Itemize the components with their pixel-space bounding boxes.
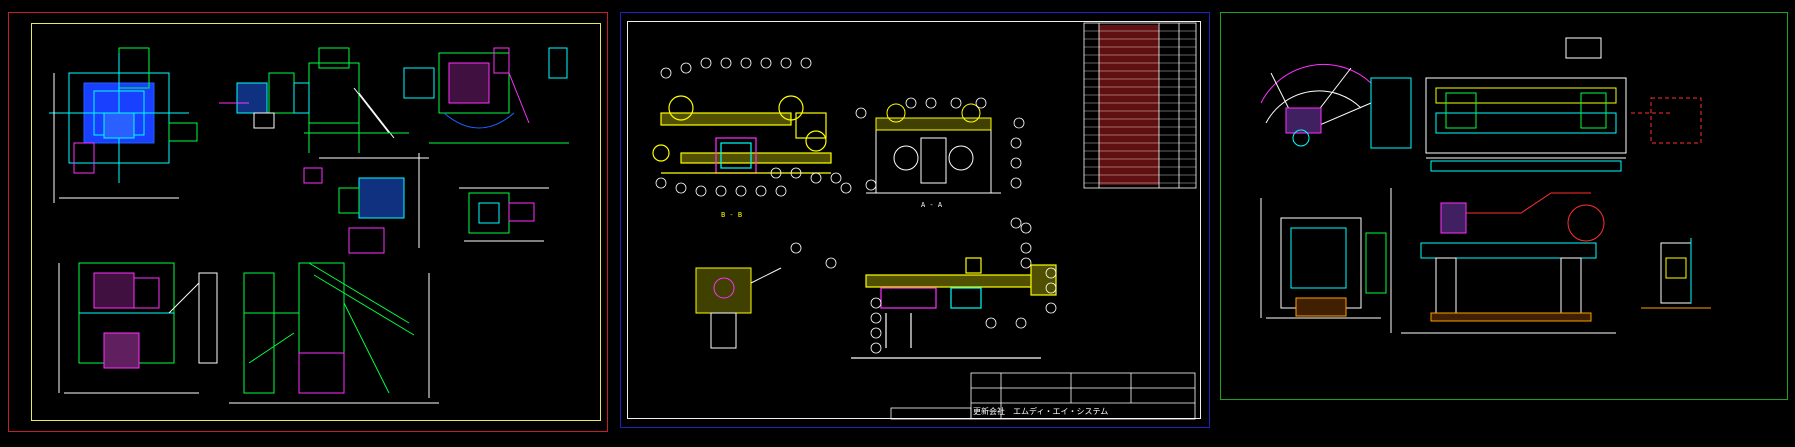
item-balloon	[870, 297, 882, 309]
drawing-sheet-1	[8, 12, 608, 432]
section-bb-label: B - B	[721, 211, 743, 219]
side-elevation-left	[1260, 198, 1387, 319]
plan-view-top-left	[49, 47, 198, 203]
elevation-top-right	[403, 47, 569, 144]
item-balloon	[1010, 217, 1022, 229]
item-balloon	[1010, 157, 1022, 169]
parts-list-table	[1083, 22, 1197, 189]
item-balloon	[985, 317, 997, 329]
item-balloon	[925, 97, 937, 109]
item-balloons	[655, 57, 1057, 354]
item-balloon	[715, 185, 727, 197]
item-balloon	[780, 57, 792, 69]
item-balloon	[655, 177, 667, 189]
item-balloon	[755, 185, 767, 197]
section-aa-label: A - A	[921, 201, 943, 209]
sheet-2-inner-border	[627, 21, 1201, 419]
item-balloon	[870, 312, 882, 324]
elevation-bottom-left	[58, 262, 218, 394]
item-balloon	[1010, 137, 1022, 149]
item-balloon	[770, 167, 782, 179]
item-balloon	[905, 97, 917, 109]
item-balloon	[790, 242, 802, 254]
section-bb-view	[652, 95, 832, 174]
item-balloon	[870, 327, 882, 339]
item-balloon	[720, 57, 732, 69]
item-balloon	[865, 179, 877, 191]
item-balloon	[1010, 177, 1022, 189]
sheet-1-graphics	[49, 47, 569, 404]
item-balloon	[700, 57, 712, 69]
item-balloon	[975, 97, 987, 109]
front-elevation-center	[1390, 188, 1616, 334]
item-balloon	[950, 97, 962, 109]
item-balloon	[1020, 242, 1032, 254]
detail-right	[1641, 238, 1711, 309]
item-balloon	[680, 62, 692, 74]
item-balloon	[1045, 302, 1057, 314]
item-balloon	[800, 57, 812, 69]
item-balloon	[1045, 282, 1057, 294]
item-balloon	[695, 185, 707, 197]
detail-right-small	[459, 187, 549, 242]
item-balloon	[840, 182, 852, 194]
elevation-top-middle	[293, 47, 409, 153]
elevation-bottom-right	[229, 262, 439, 404]
item-balloon	[1013, 117, 1025, 129]
section-aa-view	[866, 103, 1001, 194]
title-block	[890, 372, 1196, 420]
item-balloon	[760, 57, 772, 69]
item-balloon	[1045, 267, 1057, 279]
sheet-3-graphics	[1260, 37, 1711, 334]
sheet-1-inner-border	[31, 23, 601, 421]
drawing-sheet-3	[1220, 12, 1788, 400]
item-balloon	[660, 67, 672, 79]
item-balloon	[790, 167, 802, 179]
item-balloon	[830, 172, 842, 184]
item-balloon	[675, 182, 687, 194]
item-balloon	[810, 172, 822, 184]
detail-bottom-left	[695, 267, 782, 349]
item-balloon	[1020, 222, 1032, 234]
title-block-company: エムディ・エイ・システム	[1013, 407, 1109, 416]
item-balloon	[740, 57, 752, 69]
robot-swing-diagram	[1260, 63, 1372, 147]
conveyor-plan-view	[1370, 37, 1702, 172]
detail-arm-bottom	[851, 257, 1057, 359]
title-block-label: 更新会社	[973, 407, 1005, 416]
item-balloon	[855, 107, 867, 119]
drawing-sheet-2: B - B A - A 更新会社 エムディ・エイ・システム	[620, 12, 1210, 428]
parts-list-rows	[1084, 30, 1196, 184]
item-balloon	[1020, 257, 1032, 269]
item-balloon	[825, 257, 837, 269]
item-balloon	[1015, 317, 1027, 329]
detail-middle	[303, 153, 429, 254]
detail-small-top	[219, 72, 295, 129]
item-balloon	[735, 185, 747, 197]
item-balloon	[870, 342, 882, 354]
sheet-2-graphics	[652, 22, 1197, 420]
item-balloon	[775, 185, 787, 197]
